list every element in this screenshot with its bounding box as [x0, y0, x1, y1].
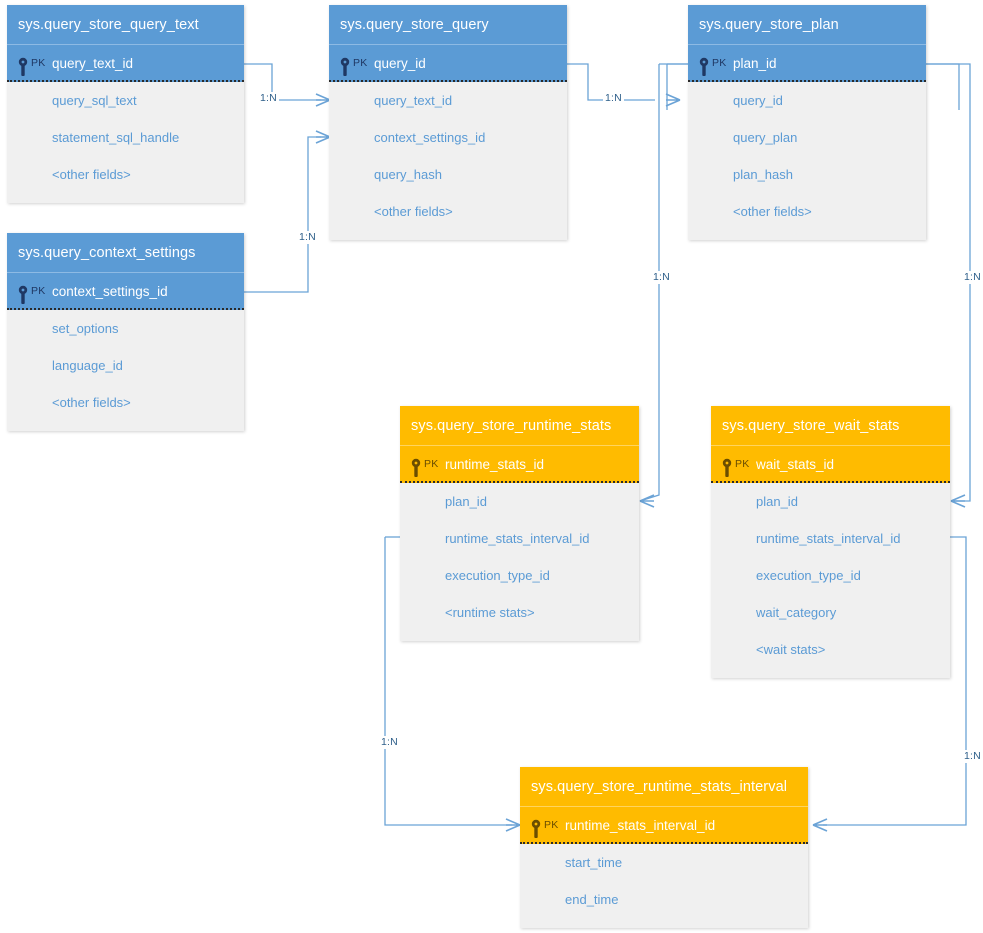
key-icon: [18, 281, 28, 304]
entity-title-context_settings: sys.query_context_settings: [7, 233, 244, 273]
primary-key-row-wait_stats[interactable]: PK wait_stats_id: [711, 446, 950, 483]
pk-field-name: query_id: [374, 56, 426, 71]
key-icon: [18, 53, 28, 76]
pk-field-name: runtime_stats_interval_id: [565, 818, 716, 833]
pk-badge: PK: [353, 57, 368, 69]
pk-badge: PK: [424, 458, 439, 470]
field-row[interactable]: runtime_stats_interval_id: [756, 531, 901, 546]
edge-query-text-to-query: [244, 63, 331, 107]
field-row[interactable]: end_time: [565, 892, 619, 907]
field-row[interactable]: start_time: [565, 855, 623, 870]
field-row[interactable]: plan_id: [756, 494, 798, 509]
field-row[interactable]: runtime_stats_interval_id: [445, 531, 590, 546]
primary-key-row-runtime_stats[interactable]: PK runtime_stats_id: [400, 446, 639, 483]
entity-title-runtime_stats_interval: sys.query_store_runtime_stats_interval: [520, 767, 808, 807]
entity-fields-plan: query_id query_plan plan_hash <other fields…: [688, 82, 926, 240]
entity-title-query: sys.query_store_query: [329, 5, 567, 45]
field-row[interactable]: <wait stats>: [756, 642, 826, 657]
primary-key-row-query_text[interactable]: PK query_text_id: [7, 45, 244, 82]
field-row[interactable]: <other fields>: [374, 204, 453, 219]
pk-badge: PK: [544, 819, 559, 831]
key-icon: [722, 454, 732, 477]
pk-field-name: context_settings_id: [52, 284, 168, 299]
primary-key-row-query[interactable]: PK query_id: [329, 45, 567, 82]
pk-badge: PK: [712, 57, 727, 69]
cardinality-label-rel-query-to-plan: 1:N: [603, 92, 624, 105]
field-row[interactable]: plan_id: [445, 494, 487, 509]
pk-badge: PK: [735, 458, 750, 470]
field-row[interactable]: <runtime stats>: [445, 605, 535, 620]
key-icon: [699, 53, 709, 76]
key-icon: [340, 53, 350, 76]
field-row[interactable]: query_hash: [374, 167, 442, 182]
pk-badge: PK: [31, 57, 46, 69]
field-row[interactable]: <other fields>: [733, 204, 812, 219]
pk-field-name: wait_stats_id: [756, 457, 835, 472]
cardinality-label-rel-interval-to-wait-stats: 1:N: [962, 750, 983, 763]
field-row[interactable]: execution_type_id: [756, 568, 861, 583]
field-row[interactable]: language_id: [52, 358, 123, 373]
field-row[interactable]: query_plan: [733, 130, 798, 145]
cardinality-label-rel-plan-to-wait-stats: 1:N: [962, 271, 983, 284]
cardinality-label-rel-plan-to-runtime-stats: 1:N: [651, 271, 672, 284]
field-row[interactable]: query_sql_text: [52, 93, 137, 108]
entity-fields-runtime_stats_interval: start_time end_time: [520, 844, 808, 928]
entity-title-query_text: sys.query_store_query_text: [7, 5, 244, 45]
pk-field-name: runtime_stats_id: [445, 457, 545, 472]
cardinality-label-rel-query-text-to-query: 1:N: [258, 92, 279, 105]
entity-fields-query_text: query_sql_text statement_sql_handle <other…: [7, 82, 244, 203]
entity-title-runtime_stats: sys.query_store_runtime_stats: [400, 406, 639, 446]
key-icon: [411, 454, 421, 477]
edge-context-settings-to-query: [244, 130, 331, 293]
key-icon: [531, 815, 541, 838]
entity-fields-wait_stats: plan_id runtime_stats_interval_id executio…: [711, 483, 950, 678]
field-row[interactable]: plan_hash: [733, 167, 793, 182]
field-row[interactable]: context_settings_id: [374, 130, 486, 145]
entity-title-plan: sys.query_store_plan: [688, 5, 926, 45]
field-row[interactable]: wait_category: [756, 605, 837, 620]
cardinality-label-rel-context-settings-to-query: 1:N: [297, 231, 318, 244]
entity-title-wait_stats: sys.query_store_wait_stats: [711, 406, 950, 446]
field-row[interactable]: execution_type_id: [445, 568, 550, 583]
field-row[interactable]: <other fields>: [52, 167, 131, 182]
primary-key-row-runtime_stats_interval[interactable]: PK runtime_stats_interval_id: [520, 807, 808, 844]
field-row[interactable]: statement_sql_handle: [52, 130, 180, 145]
field-row[interactable]: query_text_id: [374, 93, 453, 108]
entity-fields-context_settings: set_options language_id <other fields>: [7, 310, 244, 431]
pk-field-name: query_text_id: [52, 56, 134, 71]
field-row[interactable]: <other fields>: [52, 395, 131, 410]
field-row[interactable]: set_options: [52, 321, 119, 336]
cardinality-label-rel-interval-to-runtime-stats: 1:N: [379, 736, 400, 749]
pk-badge: PK: [31, 285, 46, 297]
pk-field-name: plan_id: [733, 56, 777, 71]
primary-key-row-plan[interactable]: PK plan_id: [688, 45, 926, 82]
field-row[interactable]: query_id: [733, 93, 783, 108]
entity-fields-query: query_text_id context_settings_id query_ha…: [329, 82, 567, 240]
entity-fields-runtime_stats: plan_id runtime_stats_interval_id executio…: [400, 483, 639, 641]
primary-key-row-context_settings[interactable]: PK context_settings_id: [7, 273, 244, 310]
